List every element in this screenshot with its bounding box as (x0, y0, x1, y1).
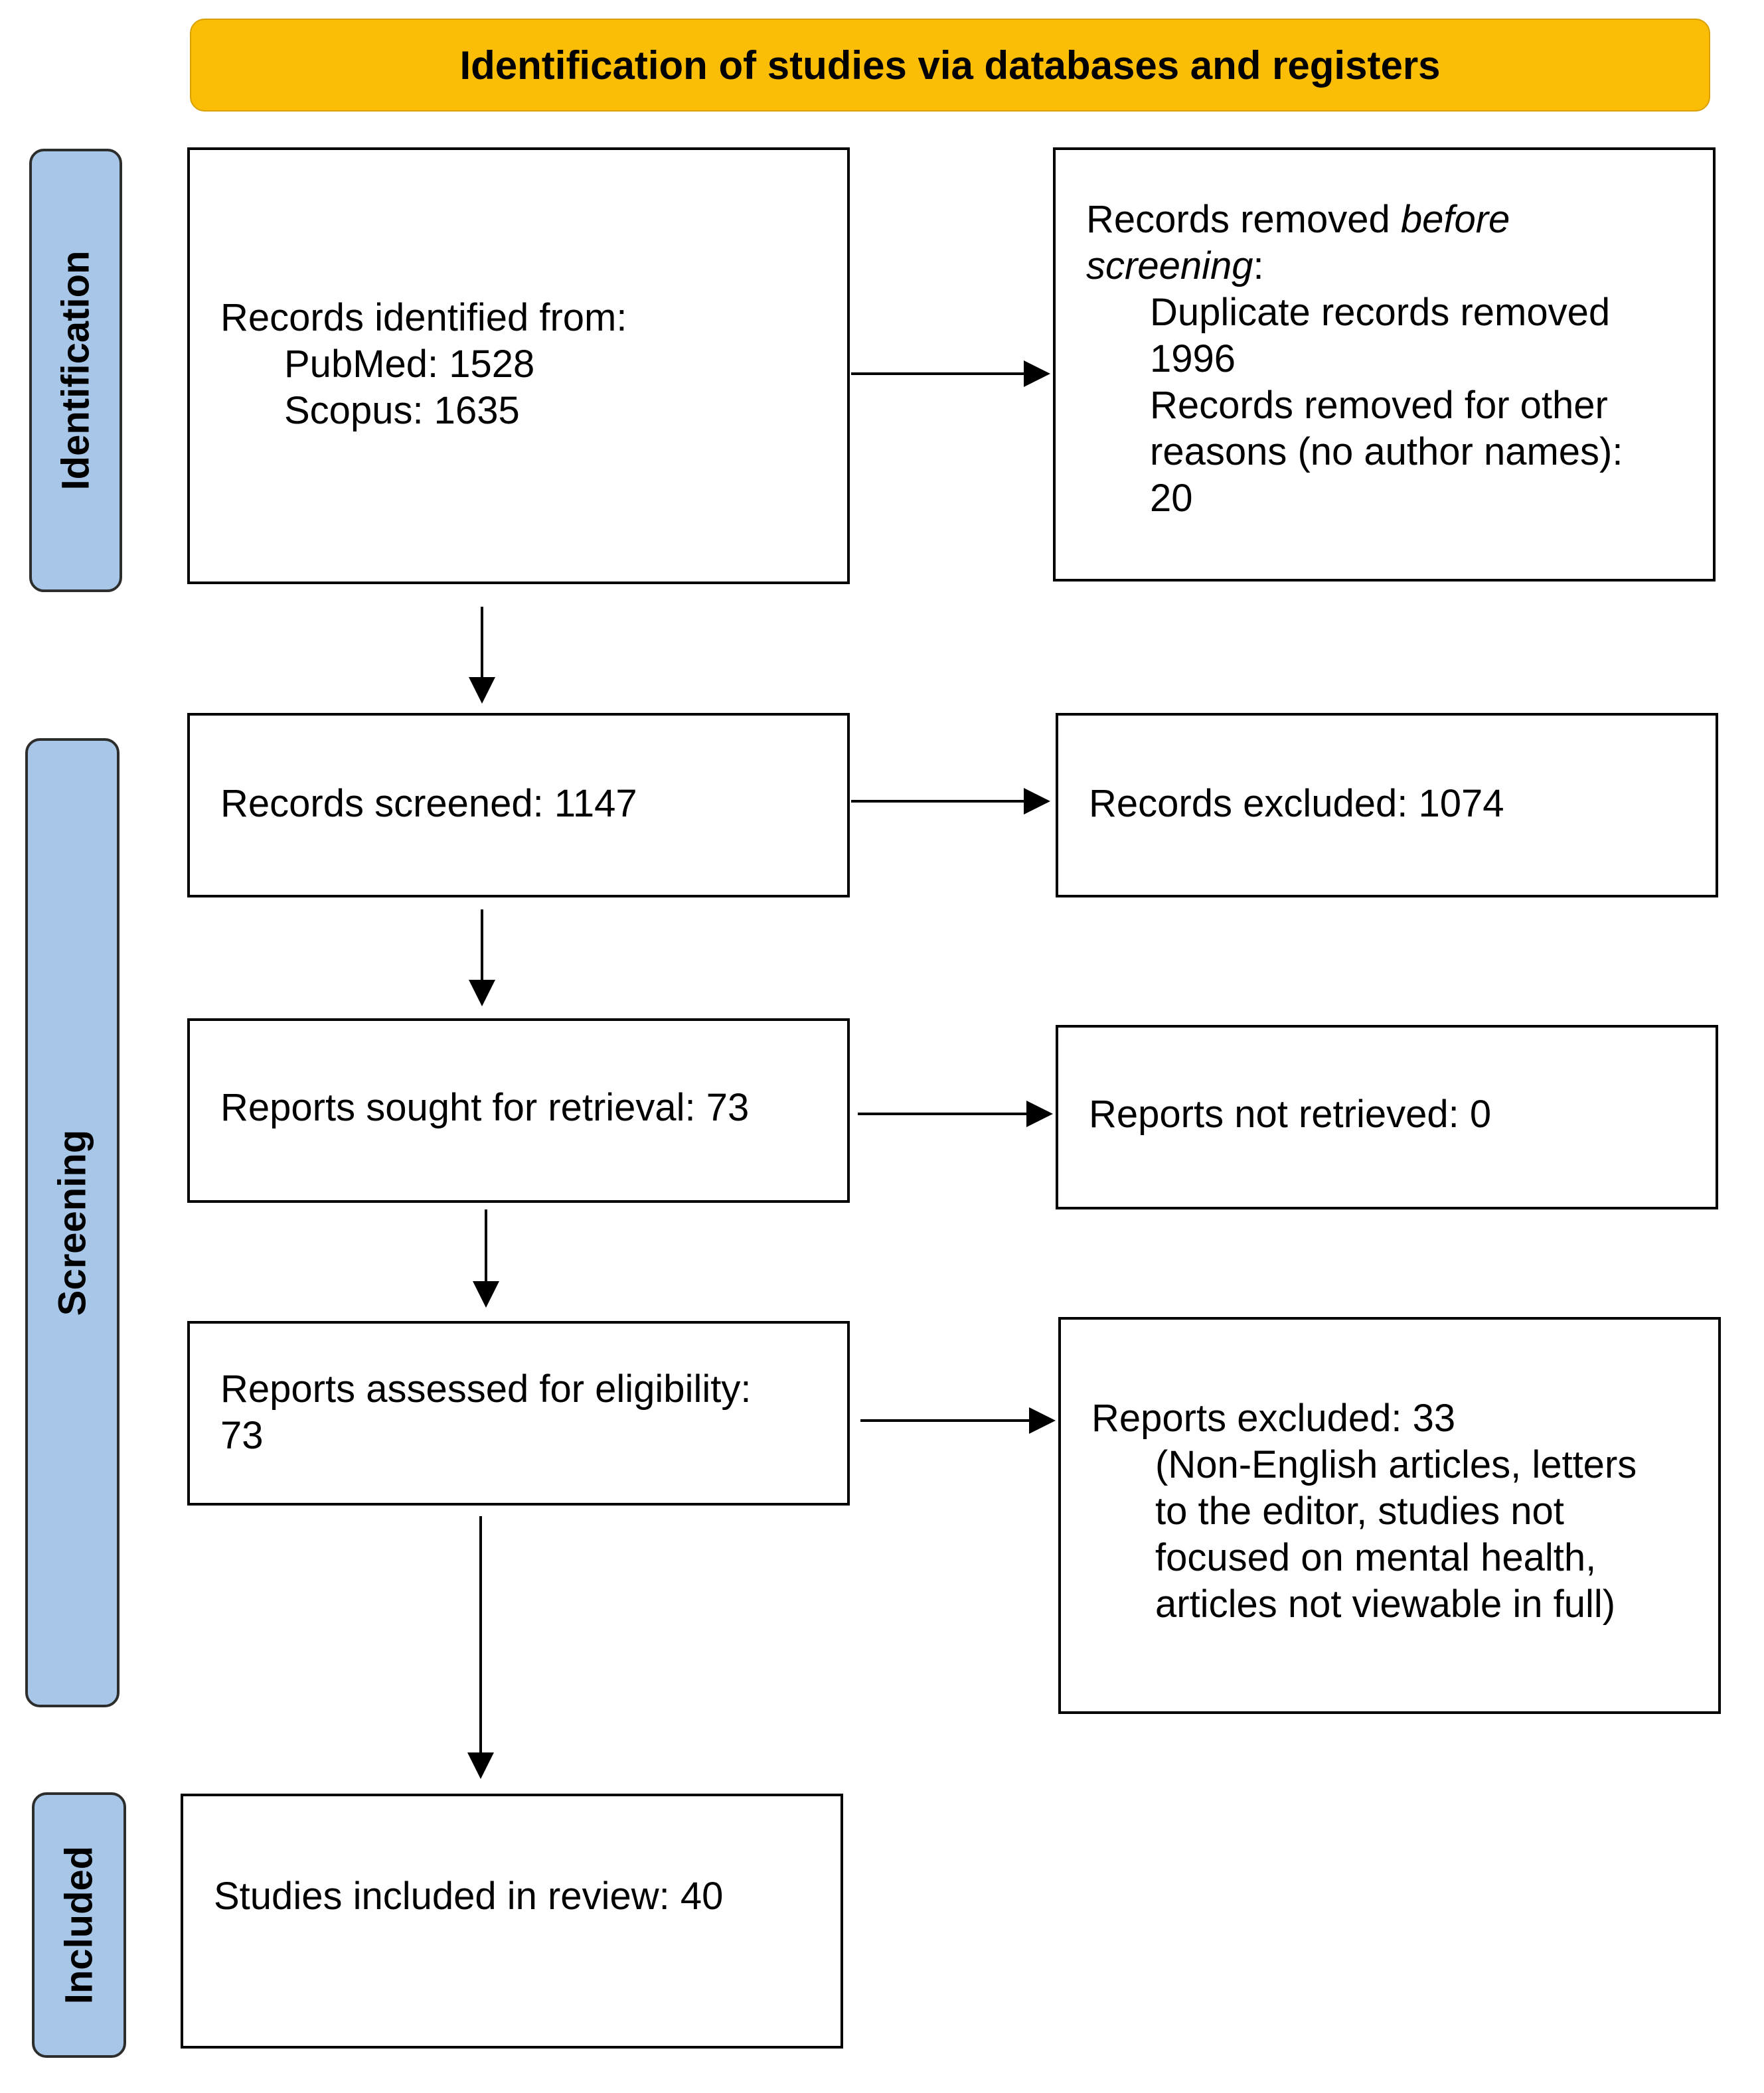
studies-included-text: Studies included in review: 40 (214, 1875, 724, 1918)
records-screened-box: Records screened: 1147 (187, 713, 850, 897)
records-identified-box: Records identified from: PubMed: 1528 Sc… (187, 147, 850, 584)
stage-identification: Identification (29, 149, 122, 592)
studies-included-box: Studies included in review: 40 (181, 1794, 843, 2049)
identification-header: Identification of studies via databases … (190, 19, 1710, 112)
records-removed-prefix: Records removed (1086, 198, 1401, 241)
reports-excluded-line4: articles not viewable in full) (1155, 1583, 1616, 1626)
duplicates-label: Duplicate records removed (1150, 291, 1611, 334)
reports-assessed-line1: Reports assessed for eligibility: (220, 1367, 752, 1411)
records-removed-italic-screening: screening (1086, 244, 1253, 287)
duplicates-value: 1996 (1150, 337, 1236, 380)
records-removed-italic-before: before (1400, 198, 1510, 241)
records-screened-text: Records screened: 1147 (220, 782, 637, 825)
reports-not-retrieved-box: Reports not retrieved: 0 (1056, 1025, 1718, 1209)
reports-not-retrieved-text: Reports not retrieved: 0 (1089, 1093, 1492, 1136)
reports-sought-box: Reports sought for retrieval: 73 (187, 1018, 850, 1203)
reports-excluded-label: Reports excluded: 33 (1091, 1397, 1456, 1440)
reports-excluded-box: Reports excluded: 33 (Non-English articl… (1058, 1317, 1721, 1714)
records-identified-label: Records identified from: (220, 296, 627, 339)
stage-screening: Screening (25, 738, 120, 1707)
other-reasons-line2: reasons (no author names): (1150, 430, 1623, 473)
reports-excluded-line3: focused on mental health, (1155, 1536, 1597, 1579)
header-title: Identification of studies via databases … (459, 42, 1441, 88)
other-reasons-value: 20 (1150, 477, 1193, 520)
reports-assessed-line2: 73 (220, 1414, 264, 1457)
stage-included: Included (32, 1792, 126, 2058)
records-excluded-box: Records excluded: 1074 (1056, 713, 1718, 897)
records-removed-box: Records removed before screening: Duplic… (1053, 147, 1716, 581)
scopus-count: Scopus: 1635 (284, 389, 520, 432)
reports-assessed-box: Reports assessed for eligibility: 73 (187, 1321, 850, 1506)
records-removed-colon: : (1253, 244, 1264, 287)
records-excluded-text: Records excluded: 1074 (1089, 782, 1504, 825)
pubmed-count: PubMed: 1528 (284, 343, 535, 386)
reports-sought-text: Reports sought for retrieval: 73 (220, 1086, 750, 1129)
reports-excluded-line2: to the editor, studies not (1155, 1490, 1564, 1533)
other-reasons-line1: Records removed for other (1150, 384, 1608, 427)
reports-excluded-line1: (Non-English articles, letters (1155, 1443, 1637, 1486)
